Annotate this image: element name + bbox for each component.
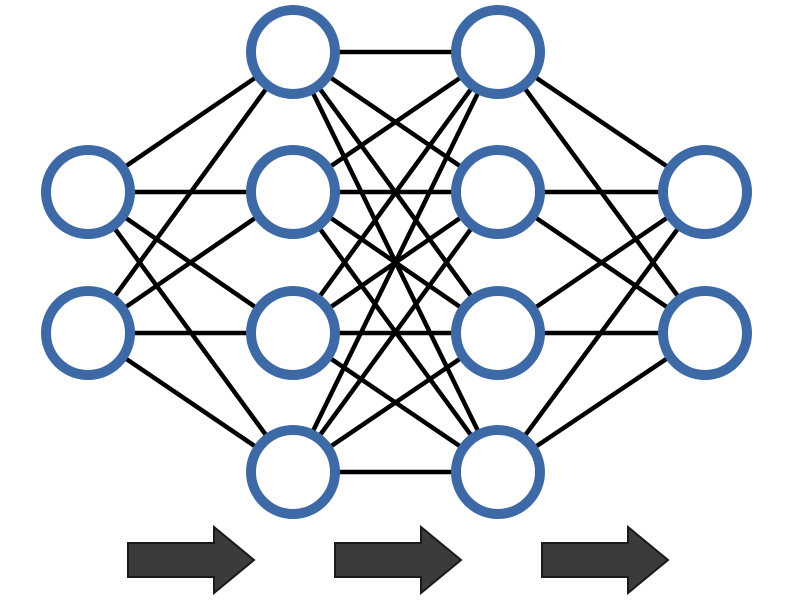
hidden2-neuron-4 [451,425,545,519]
hidden1-neuron-4 [246,425,340,519]
connection-l3-n4-to-l4-n1 [495,189,708,475]
flow-arrow-right-icon-2 [334,524,463,596]
flow-arrows-group [127,524,670,596]
output-neuron-2 [658,286,752,380]
hidden1-neuron-1 [246,5,340,99]
flow-arrow-right-icon-3 [541,524,670,596]
hidden2-neuron-1 [451,5,545,99]
connections-group [85,49,708,475]
connection-l1-n2-to-l2-n1 [85,49,296,336]
connection-l2-n3-to-l3-n1 [290,49,501,336]
hidden1-neuron-2 [246,145,340,239]
hidden2-neuron-3 [451,286,545,380]
output-neuron-1 [658,145,752,239]
neurons-group [41,5,752,519]
connection-l2-n4-to-l3-n1 [290,49,501,475]
connection-l2-n4-to-l3-n2 [290,189,501,475]
hidden1-neuron-3 [246,286,340,380]
input-neuron-2 [41,286,135,380]
hidden2-neuron-2 [451,145,545,239]
input-neuron-1 [41,145,135,239]
flow-arrow-right-icon-1 [127,524,256,596]
